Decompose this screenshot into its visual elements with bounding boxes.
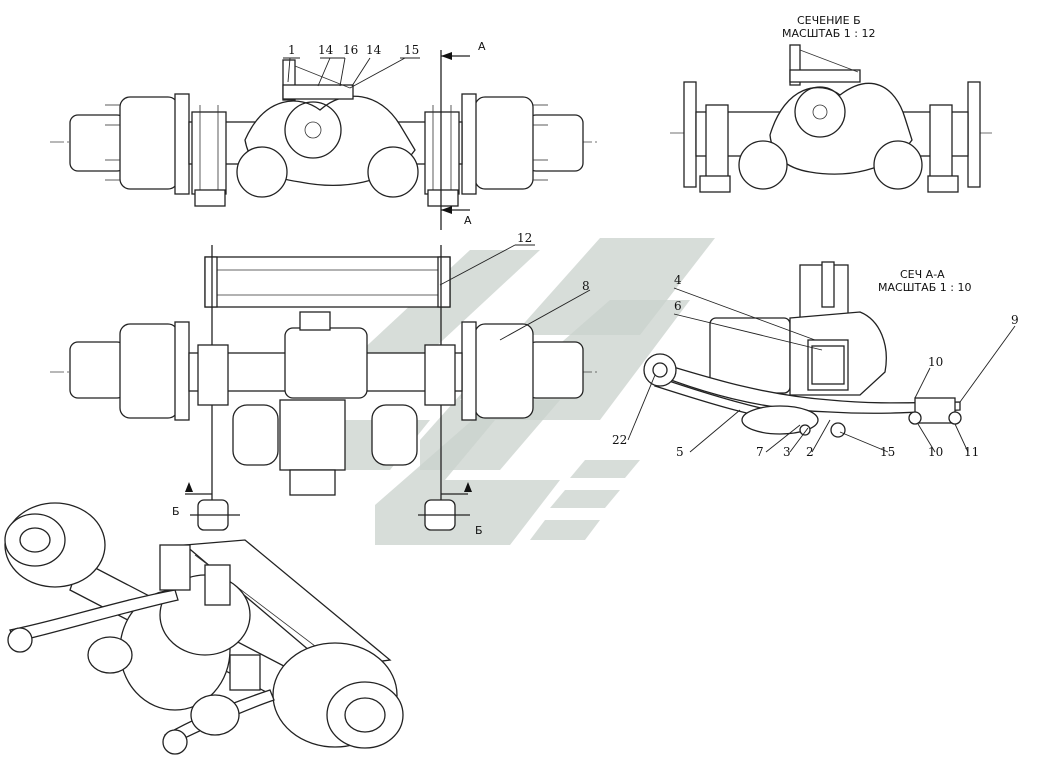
front-elevation-view [50,50,600,230]
callout-2: 2 [806,445,814,459]
callout-10a: 10 [928,355,943,369]
callout-9: 9 [1011,313,1019,327]
isometric-view [4,502,404,755]
callout-16: 16 [343,43,358,57]
callout-14: 14 [318,43,334,57]
section-aa-scale: МАСШТАБ 1 : 10 [878,281,971,294]
plan-view [50,244,600,531]
section-aa-title: СЕЧ А-А [900,268,945,281]
cut-marker-a-top: А [478,40,486,53]
callout-15: 15 [404,43,419,57]
callout-22: 22 [612,433,627,447]
callout-14b: 14 [366,43,382,57]
callout-5: 5 [676,445,684,459]
section-aa-view [627,261,1016,453]
cut-marker-b-right: Б [475,524,483,537]
callout-6: 6 [674,299,682,313]
callout-11: 11 [964,445,979,459]
callout-4: 4 [674,273,682,287]
section-b-view [670,44,995,193]
section-b-scale: МАСШТАБ 1 : 12 [782,27,875,40]
callout-10b: 10 [928,445,943,459]
section-b-title: СЕЧЕНИЕ Б [797,14,861,27]
callout-3: 3 [783,445,791,459]
callout-15b: 15 [880,445,895,459]
cut-marker-b-left: Б [172,505,180,518]
callout-12: 12 [517,231,532,245]
callout-1: 1 [288,43,296,57]
callout-8: 8 [582,279,590,293]
callout-7: 7 [756,445,764,459]
cut-marker-a-bottom: А [464,214,472,227]
